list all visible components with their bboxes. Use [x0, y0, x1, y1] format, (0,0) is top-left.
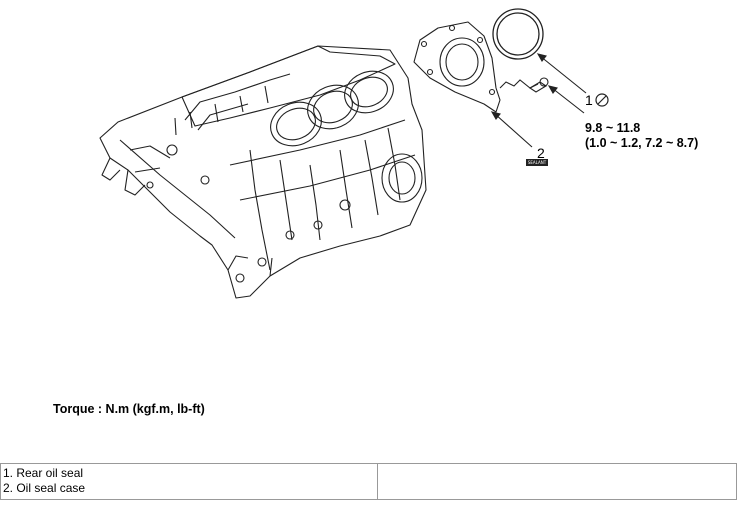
torque-caption: Torque : N.m (kgf.m, lb-ft): [53, 402, 205, 416]
callout-number-2: 2: [537, 145, 545, 161]
engine-block-illustration: 1 2 SEALANT 9.8 ~ 11.8 (1.0 ~ 1.2, 7.2 ~…: [99, 8, 698, 299]
callout-number-1: 1: [585, 92, 593, 108]
legend-empty-cell: [377, 463, 737, 500]
sealant-tag: SEALANT: [526, 159, 548, 166]
legend-item: 2. Oil seal case: [3, 481, 86, 495]
torque-value-kgf-lbft: (1.0 ~ 1.2, 7.2 ~ 8.7): [585, 136, 699, 150]
legend-items-cell: 1. Rear oil seal 2. Oil seal case: [0, 463, 378, 500]
no-reuse-icon: [595, 93, 609, 107]
engine-block-drawing: [99, 8, 609, 299]
legend-table: 1. Rear oil seal 2. Oil seal case: [0, 463, 737, 500]
torque-value-block: 9.8 ~ 11.8 (1.0 ~ 1.2, 7.2 ~ 8.7): [585, 121, 698, 151]
legend-item: 1. Rear oil seal: [3, 466, 84, 480]
torque-value-nm: 9.8 ~ 11.8: [585, 121, 641, 135]
